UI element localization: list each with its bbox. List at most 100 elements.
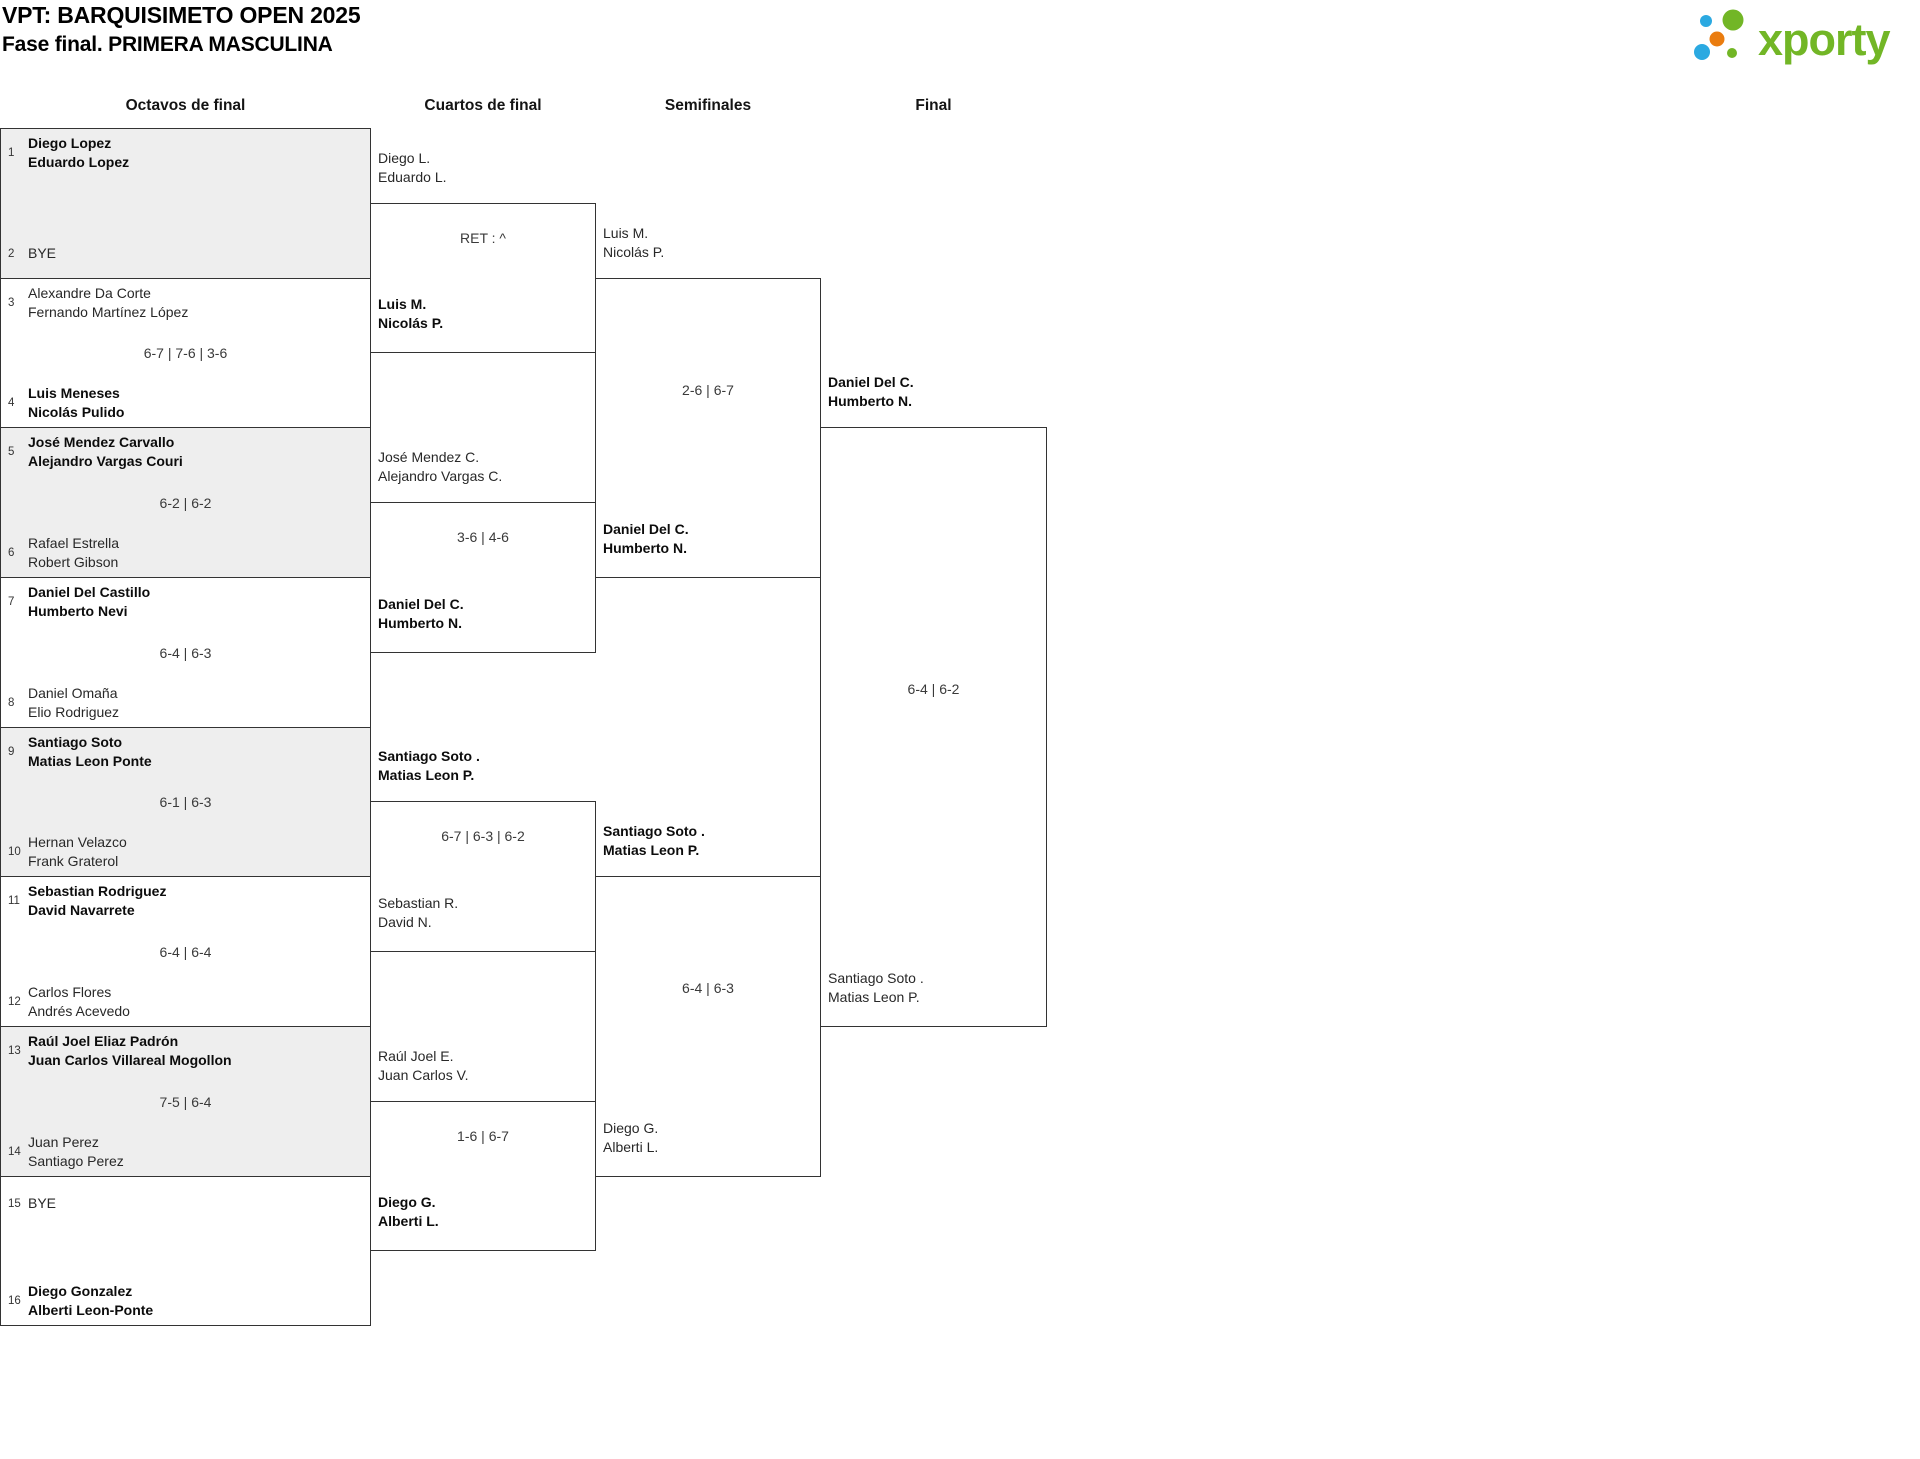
match-score: 2-6 | 6-7 [682,382,734,398]
advancing-team-label[interactable]: Santiago Soto .Matias Leon P. [828,969,1039,1007]
team-name-line: Alejandro Vargas C. [378,468,503,484]
team-name-line: Diego L. [378,150,431,166]
match-box-final-1 [820,427,1047,1027]
team-seed: 9 [8,746,15,758]
advancing-team-label[interactable]: Santiago Soto . Matias Leon P. [603,822,813,860]
team-seed: 3 [8,297,15,309]
advancing-team-label[interactable]: Daniel Del C.Humberto N. [603,520,813,558]
team-name-line: Alejandro Vargas Couri [28,453,183,469]
team-seed: 5 [8,446,15,458]
advancing-team-label[interactable]: Diego L. Eduardo L. [378,149,588,187]
team-name-line: BYE [28,245,57,261]
team-name-line: Santiago Soto [28,734,123,750]
team-name-line: Sebastian Rodriguez [28,883,167,899]
advancing-team-label[interactable]: Diego G.Alberti L. [378,1193,588,1231]
team-seed: 15 [8,1197,21,1210]
team-name-line: Nicolás P. [603,244,665,260]
team-name-line: Santiago Soto . [828,970,924,986]
advancing-team-label[interactable]: Santiago Soto .Matias Leon P. [378,747,588,785]
team-seed: 11 [8,895,20,907]
match-score: RET : ^ [460,230,506,246]
team-name-line: Matias Leon Ponte [28,753,152,769]
match-score: 7-5 | 6-4 [159,1093,212,1110]
xporty-logo[interactable]: xporty [1690,1,1920,65]
match-score: 6-7 | 6-3 | 6-2 [441,828,525,844]
team-slot-b[interactable]: 2 BYE [1,244,370,263]
xporty-logo-icon: xporty [1694,9,1892,65]
team-name-line: Santiago Perez [28,1153,124,1169]
team-name-line: Robert Gibson [28,554,119,570]
team-seed: 8 [8,697,15,709]
team-name-line: Eduardo L. [378,169,447,185]
team-name-line: Matias Leon P. [603,842,700,858]
team-name-line: Juan Carlos V. [378,1067,469,1083]
team-slot-a[interactable]: 15 BYE [1,1194,370,1213]
bracket-subtitle: Fase final. PRIMERA MASCULINA [2,33,333,56]
advancing-team-label[interactable]: Daniel Del C.Humberto N. [378,595,588,633]
team-name-line: Nicolás Pulido [28,404,125,420]
team-name-line: Luis M. [378,296,427,312]
team-names: BYE [28,1194,56,1213]
team-name-line: Diego Gonzalez [28,1283,133,1299]
match-score: 6-4 | 6-3 [682,980,734,996]
team-name-line: Nicolás P. [378,315,444,331]
match-score: 6-4 | 6-2 [907,681,960,697]
team-name-line: Luis Meneses [28,385,120,401]
advancing-team-label[interactable]: Luis M. Nicolás P. [378,295,588,333]
team-seed: 14 [8,1146,21,1158]
team-seed: 7 [8,596,15,608]
match-score: 1-6 | 6-7 [457,1128,509,1144]
match-score: 6-7 | 7-6 | 3-6 [143,345,228,361]
team-name-line: Alberti L. [378,1213,439,1229]
team-seed: 10 [8,846,21,858]
team-name-line: Humberto N. [378,615,462,631]
advancing-team-label[interactable]: José Mendez C.Alejandro Vargas C. [378,448,588,486]
team-seed: 2 [8,247,15,260]
team-name-line: Santiago Soto . [603,823,705,839]
advancing-team-label[interactable]: Daniel Del C. Humberto N. [828,373,1039,411]
team-seed: 1 [8,147,15,159]
match-score: 6-4 | 6-4 [159,943,212,960]
advancing-team-label[interactable]: Sebastian R.David N. [378,894,588,932]
advancing-team-label[interactable]: Diego G.Alberti L. [603,1119,813,1157]
team-name-line: Humberto N. [828,393,912,409]
advancing-team-label[interactable]: Luis M.Nicolás P. [603,224,813,262]
advancing-team-label[interactable]: Raúl Joel E.Juan Carlos V. [378,1047,588,1085]
team-names: BYE [28,244,56,263]
round-header-1: Cuartos de final [424,97,542,114]
team-name-line: Daniel Del C. [603,521,689,537]
team-name-line: Santiago Soto . [378,748,480,764]
team-name-line: Daniel Del C. [828,374,914,390]
round-header-2: Semifinales [664,97,752,114]
